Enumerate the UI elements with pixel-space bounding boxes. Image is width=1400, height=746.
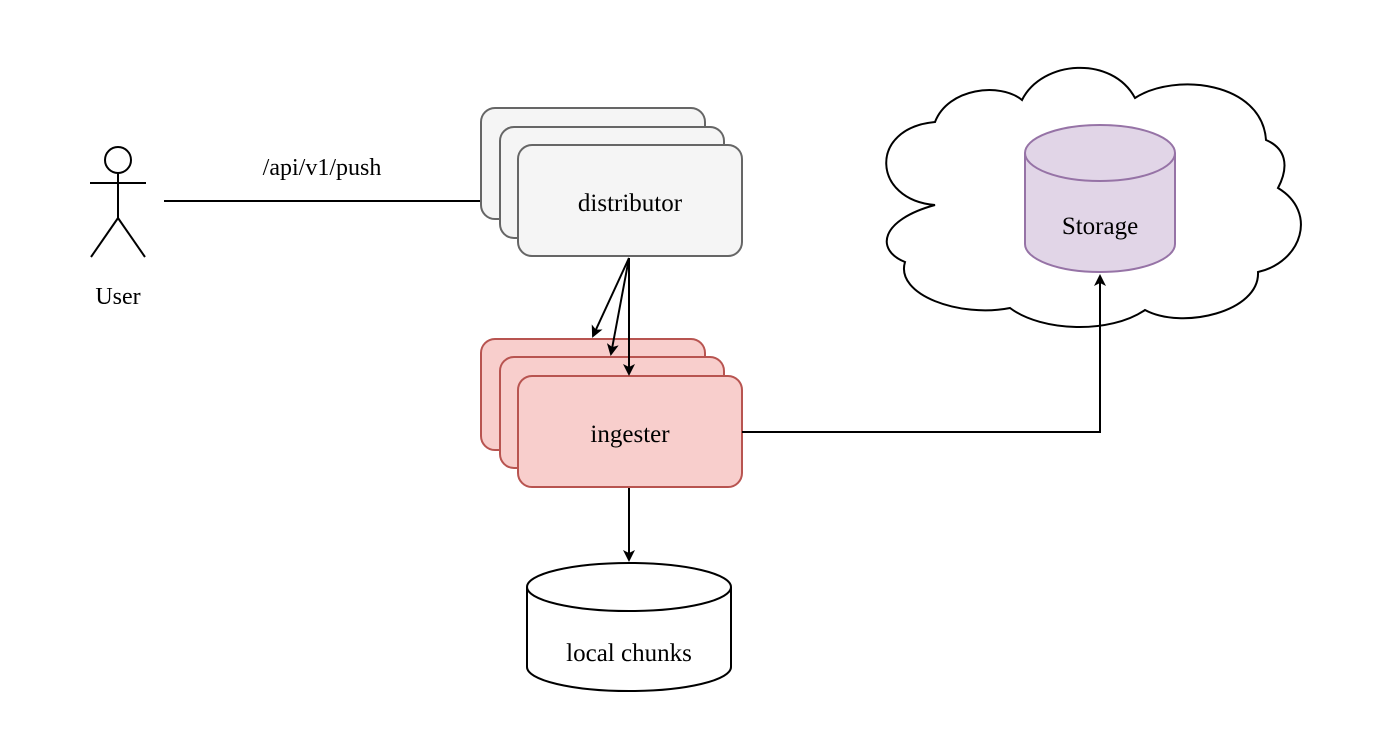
distributor-label: distributor <box>578 190 683 217</box>
person-icon <box>90 146 146 258</box>
fanout-arrow-1 <box>591 257 630 338</box>
distributor-stack[interactable]: distributor <box>480 107 743 257</box>
distributor-instance-front <box>517 144 743 257</box>
distributor-to-ingester-arrows <box>591 257 635 376</box>
storage-label: Storage <box>1062 213 1138 240</box>
local-chunks-cylinder-rim <box>526 586 732 612</box>
local-chunks-store[interactable]: local chunks <box>526 562 732 692</box>
push-edge: /api/v1/push <box>164 155 518 207</box>
user-label: User <box>95 284 140 310</box>
user-actor[interactable]: User <box>90 146 146 310</box>
push-edge-label: /api/v1/push <box>263 155 382 181</box>
fanout-arrow-2 <box>606 257 630 356</box>
ingester-stack[interactable]: ingester <box>480 338 743 488</box>
storage-cylinder-rim <box>1024 152 1176 182</box>
storage-cylinder <box>1024 124 1176 273</box>
local-chunks-cylinder <box>526 562 732 692</box>
ingester-label: ingester <box>590 421 670 448</box>
ingester-to-storage-arrow <box>742 274 1106 433</box>
storage-store[interactable]: Storage <box>1024 124 1176 273</box>
local-chunks-label: local chunks <box>566 640 692 667</box>
